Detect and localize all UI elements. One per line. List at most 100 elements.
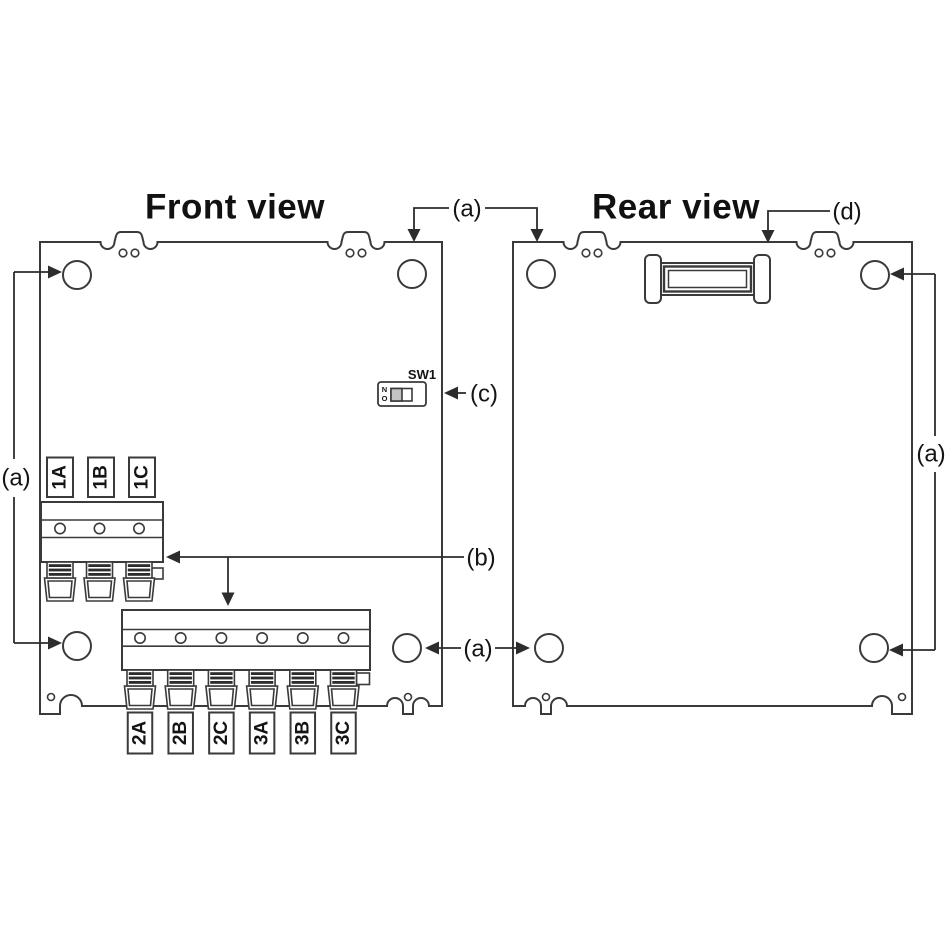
arrowhead	[407, 229, 421, 242]
screw-terminal	[286, 669, 320, 710]
rear-view-title: Rear view	[592, 188, 760, 227]
tab-hole	[130, 248, 140, 258]
mounting-hole	[526, 259, 556, 289]
arrowhead	[530, 229, 544, 242]
terminal-screw-hole	[256, 631, 269, 644]
lower-terminal-labels: 2A 2B 2C 3A 3B 3C	[126, 711, 357, 755]
connector-end-cap	[644, 254, 662, 304]
foot-hole	[46, 692, 56, 702]
terminal-label-2c: 2C	[211, 721, 232, 746]
terminal-label-3c: 3C	[333, 721, 354, 746]
mounting-hole	[859, 633, 889, 663]
switch-knob	[390, 387, 403, 402]
mounting-hole	[62, 631, 92, 661]
foot-hole	[897, 692, 907, 702]
screw-terminal	[205, 669, 238, 710]
terminal-label-box	[46, 456, 74, 498]
tab-hole	[118, 248, 128, 258]
screw-terminal	[123, 669, 157, 710]
mounting-hole	[397, 259, 427, 289]
terminal-screw-hole	[133, 522, 146, 535]
switch-marking-top: N	[382, 385, 387, 394]
screw-terminal	[327, 669, 360, 710]
connector-slot	[667, 269, 748, 289]
mounting-hole	[860, 260, 890, 290]
tab-hole	[826, 248, 836, 258]
upper-terminal-block	[40, 501, 164, 602]
callout-c: (c)	[444, 381, 498, 408]
callout-c-label: (c)	[470, 381, 498, 408]
terminal-screw-hole	[53, 522, 66, 535]
terminal-screw-hole	[215, 631, 228, 644]
terminal-label-box	[208, 711, 235, 755]
dip-switch-sw1: SW1 N O	[377, 367, 436, 407]
terminal-label-box	[128, 456, 156, 498]
screw-terminal	[83, 561, 116, 602]
terminal-label-1c: 1C	[132, 465, 153, 490]
callout-a-bottom-middle: (a)	[425, 636, 530, 663]
board-connector	[644, 254, 771, 304]
callout-a-label: (a)	[452, 196, 481, 223]
connector-end-cap	[753, 254, 771, 304]
arrowhead	[889, 643, 903, 657]
switch-marking-bottom: O	[382, 394, 388, 403]
terminal-label-box	[330, 711, 357, 755]
terminal-label-box	[248, 711, 276, 755]
terminal-screw-hole	[134, 631, 147, 644]
front-view-title: Front view	[145, 188, 325, 227]
callout-b-label: (b)	[466, 545, 495, 572]
tab-hole	[581, 248, 591, 258]
screw-terminal	[245, 669, 279, 710]
callout-d-label: (d)	[832, 199, 861, 226]
mounting-hole	[534, 633, 564, 663]
foot-hole	[541, 692, 551, 702]
callout-b: (b)	[166, 545, 496, 606]
terminal-screw-hole	[174, 631, 187, 644]
screw-terminal	[43, 561, 77, 602]
terminal-label-3b: 3B	[292, 721, 313, 745]
arrowhead	[221, 592, 235, 606]
foot-hole	[403, 692, 413, 702]
terminal-label-1b: 1B	[91, 465, 112, 489]
callout-d: (d)	[761, 199, 862, 243]
arrowhead	[48, 636, 62, 650]
mounting-hole	[62, 260, 92, 290]
lower-terminal-block	[121, 609, 371, 710]
terminal-label-2a: 2A	[130, 721, 151, 746]
terminal-label-3a: 3A	[252, 721, 273, 746]
terminal-screw-hole	[296, 631, 309, 644]
terminal-label-1a: 1A	[50, 465, 71, 490]
upper-terminal-labels: 1A 1B 1C	[46, 456, 156, 498]
arrowhead	[166, 550, 180, 564]
callout-a-label: (a)	[1, 465, 30, 492]
arrowhead	[761, 230, 775, 243]
switch-name-label: SW1	[408, 367, 436, 382]
terminal-label-2b: 2B	[170, 721, 191, 745]
terminal-label-box	[87, 456, 115, 498]
screw-terminal	[164, 669, 197, 710]
terminal-label-box	[289, 711, 317, 755]
terminal-label-box	[167, 711, 194, 755]
terminal-screw-hole	[93, 522, 106, 535]
tab-hole	[814, 248, 824, 258]
terminal-label-box	[126, 711, 154, 755]
arrowhead	[444, 386, 458, 400]
arrowhead	[425, 641, 439, 655]
callout-a-label: (a)	[463, 636, 492, 663]
callout-a-left: (a)	[1, 265, 62, 650]
terminal-block-body	[121, 609, 371, 671]
tab-hole	[345, 248, 355, 258]
tab-hole	[593, 248, 603, 258]
callout-a-top-middle: (a)	[407, 196, 544, 242]
arrowhead	[890, 267, 904, 281]
terminal-screw-hole	[337, 631, 350, 644]
callout-a-right: (a)	[889, 267, 946, 657]
tab-hole	[357, 248, 367, 258]
arrowhead	[516, 641, 530, 655]
rear-board-outline	[512, 231, 913, 715]
callout-a-label: (a)	[916, 441, 945, 468]
arrowhead	[48, 265, 62, 279]
screw-terminal	[122, 561, 156, 602]
